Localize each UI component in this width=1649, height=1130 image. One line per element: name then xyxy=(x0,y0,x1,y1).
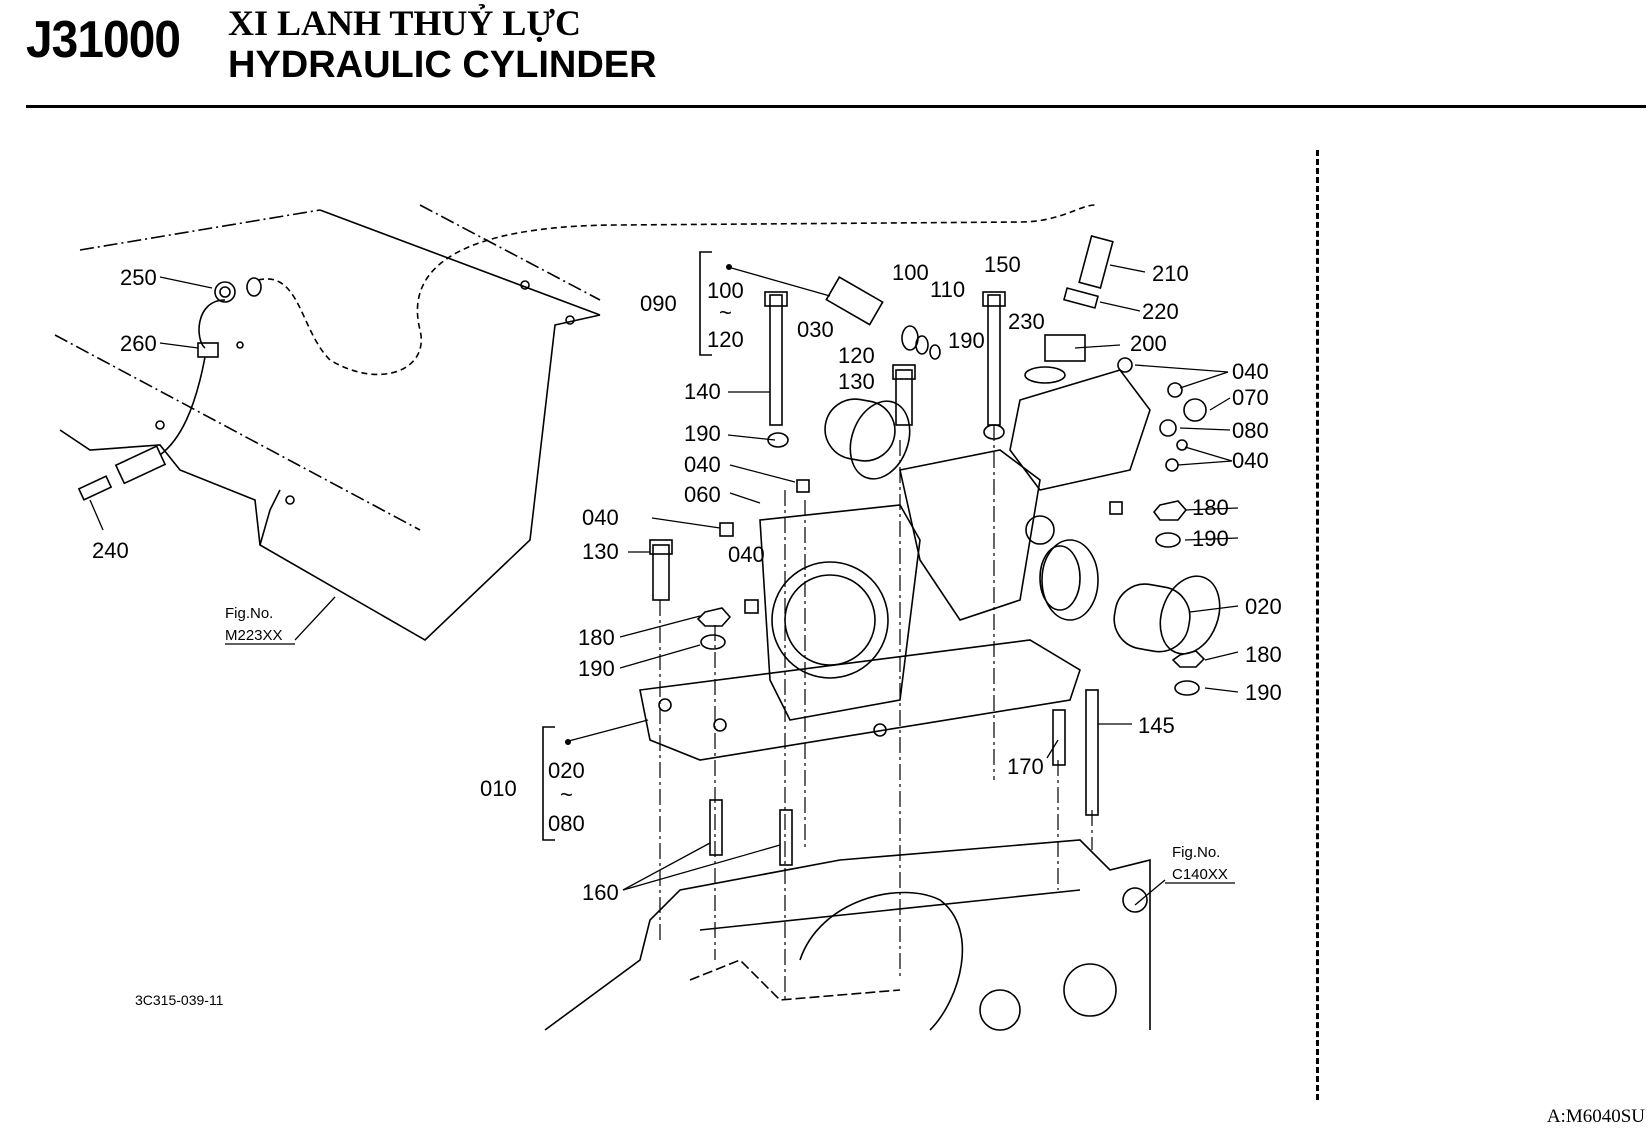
cover-panel-drawing xyxy=(54,204,601,641)
bracket-010 xyxy=(542,726,555,841)
fig-ref-right-code: C140XX xyxy=(1172,866,1228,883)
callout-120b: 120 xyxy=(838,343,875,368)
callout-040b: 040 xyxy=(1232,448,1269,473)
drawing-reference: 3C315-039-11 xyxy=(135,992,224,1008)
callout-090: 090 xyxy=(640,291,677,316)
callout-080: 080 xyxy=(1232,418,1269,443)
callout-060: 060 xyxy=(684,482,721,507)
callout-180a: 180 xyxy=(578,625,615,650)
callout-190e: 190 xyxy=(1245,680,1282,705)
callout-160: 160 xyxy=(582,880,619,905)
callout-230: 230 xyxy=(1008,309,1045,334)
title-english: HYDRAULIC CYLINDER xyxy=(228,44,657,86)
callout-190a: 190 xyxy=(948,328,985,353)
model-code: A:M6040SU xyxy=(1546,1106,1645,1127)
callout-200: 200 xyxy=(1130,331,1167,356)
fig-ref-left-label: Fig.No. xyxy=(225,605,273,622)
callout-040e: 040 xyxy=(728,542,765,567)
callout-010: 010 xyxy=(480,776,517,801)
callout-130: 130 xyxy=(838,369,875,394)
callout-120: 120 xyxy=(707,327,744,352)
callout-070: 070 xyxy=(1232,385,1269,410)
page-divider xyxy=(1316,150,1319,1100)
callout-130b: 130 xyxy=(582,539,619,564)
callout-range-tilde: ~ xyxy=(719,300,732,325)
callout-250: 250 xyxy=(120,265,157,290)
bolts-and-studs xyxy=(649,291,1099,866)
callout-170: 170 xyxy=(1007,754,1044,779)
callout-260: 260 xyxy=(120,331,157,356)
gauge-fitting-parts xyxy=(77,277,262,501)
callout-190b: 190 xyxy=(684,421,721,446)
callout-labels: 250 260 240 090 100 ~ 120 030 100 110 12… xyxy=(92,252,1282,905)
hose-route xyxy=(257,204,1096,376)
callout-210: 210 xyxy=(1152,261,1189,286)
callout-110: 110 xyxy=(930,277,965,302)
callout-150: 150 xyxy=(984,252,1021,277)
callout-040c: 040 xyxy=(684,452,721,477)
header-rule xyxy=(26,105,1646,108)
figure-references: Fig.No. M223XX Fig.No. C140XX xyxy=(225,605,1235,884)
callout-leaders xyxy=(89,264,1239,906)
fig-ref-left-code: M223XX xyxy=(225,627,283,644)
callout-220: 220 xyxy=(1142,299,1179,324)
callout-240: 240 xyxy=(92,538,129,563)
callout-080b: 080 xyxy=(548,811,585,836)
callout-020b: 020 xyxy=(548,758,585,783)
valve-and-fittings xyxy=(696,234,1207,696)
callout-190d: 190 xyxy=(1192,526,1229,551)
callout-030: 030 xyxy=(797,317,834,342)
callout-100: 100 xyxy=(707,278,744,303)
callout-145: 145 xyxy=(1138,713,1175,738)
transmission-case-drawing xyxy=(544,839,1151,1031)
callout-180b: 180 xyxy=(1192,495,1229,520)
title-vietnamese: XI LANH THUỶ LỰC xyxy=(228,3,582,43)
callout-180c: 180 xyxy=(1245,642,1282,667)
section-code: J31000 xyxy=(26,11,181,69)
callout-020: 020 xyxy=(1245,594,1282,619)
callout-range-tilde-2: ~ xyxy=(560,782,573,807)
callout-100b: 100 xyxy=(892,260,929,285)
bracket-090 xyxy=(699,251,712,356)
callout-040d: 040 xyxy=(582,505,619,530)
assembly-centerlines xyxy=(659,425,1093,1000)
callout-190c: 190 xyxy=(578,656,615,681)
callout-140: 140 xyxy=(684,379,721,404)
fig-ref-right-label: Fig.No. xyxy=(1172,844,1220,861)
callout-040a: 040 xyxy=(1232,359,1269,384)
